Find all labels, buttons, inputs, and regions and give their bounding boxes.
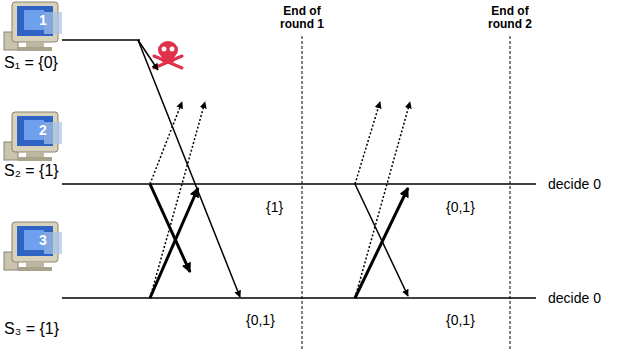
state-set: {0,1} — [446, 199, 475, 215]
message-arrow — [355, 188, 408, 298]
message-arrow — [150, 102, 182, 184]
decision: decide 0 — [548, 176, 601, 192]
process-number: 3 — [34, 232, 52, 248]
computer-icon — [4, 222, 62, 271]
computer-node: 3 S₃ = {1} — [4, 222, 62, 340]
crash-symbol — [154, 41, 182, 68]
initial-set: S₁ = {0} — [4, 54, 58, 72]
message-arrow — [355, 102, 380, 184]
initial-set: S₃ = {1} — [4, 320, 59, 338]
initial-set: S₂ = {1} — [4, 162, 59, 180]
state-set: {1} — [266, 199, 283, 215]
timeline — [62, 39, 140, 41]
message-arrow — [355, 102, 410, 298]
timeline — [62, 183, 536, 185]
computer-node: 1 S₁ = {0} — [4, 2, 60, 74]
round-label: End of round 2 — [482, 5, 538, 31]
round-boundary — [510, 36, 511, 351]
message-arrow — [138, 40, 240, 297]
round-boundary — [302, 36, 303, 351]
state-set: {0,1} — [246, 312, 275, 328]
computer-node: 2 S₂ = {1} — [4, 112, 61, 182]
timeline — [62, 297, 536, 299]
message-arrow — [150, 188, 198, 298]
decision: decide 0 — [548, 290, 601, 306]
round-label: End of round 1 — [274, 5, 330, 31]
computer-icon — [4, 2, 62, 51]
state-set: {0,1} — [446, 312, 475, 328]
process-number: 2 — [34, 122, 52, 138]
message-arrow — [150, 102, 205, 298]
computer-icon — [4, 112, 62, 161]
process-number: 1 — [34, 12, 52, 28]
